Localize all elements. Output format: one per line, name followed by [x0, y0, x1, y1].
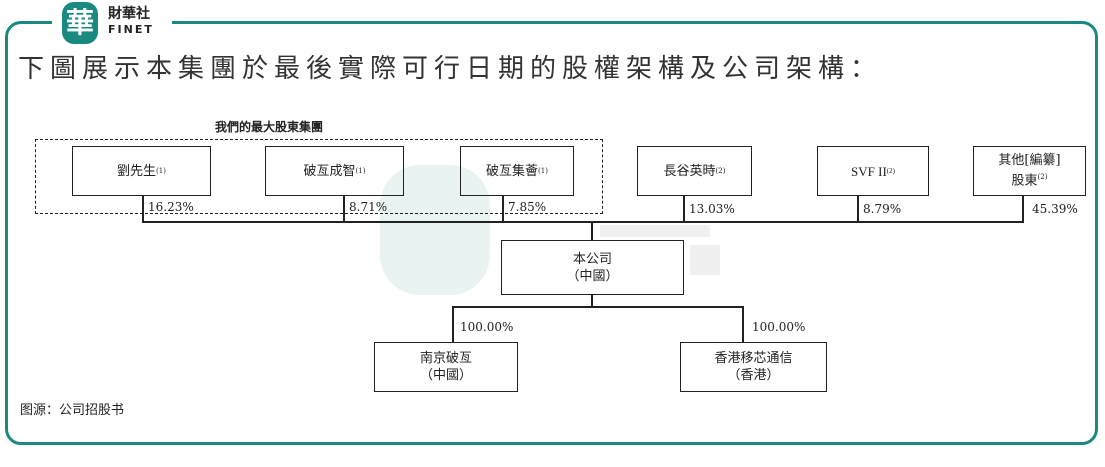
pct-label: 16.23%: [148, 200, 194, 214]
connector-line: [142, 221, 1023, 223]
logo-text-en: FINET: [108, 23, 154, 36]
finet-logo-icon: 華: [62, 2, 98, 44]
pct-label: 13.03%: [689, 202, 735, 216]
shareholder-box: 劉先生(1): [72, 146, 211, 196]
shareholder-box: 破亙成智(1): [265, 146, 404, 196]
shareholder-box: 長谷英時(2): [637, 146, 752, 196]
subsidiary-box: 香港移芯通信（香港）: [680, 342, 827, 392]
group-label: 我們的最大股東集團: [215, 120, 324, 134]
shareholder-box: SVF II(2): [817, 146, 929, 196]
pct-label: 8.79%: [863, 202, 902, 216]
watermark-bar: [690, 245, 720, 275]
shareholder-box: 其他[編纂]股東(2): [973, 146, 1086, 196]
largest-shareholder-group: [35, 139, 603, 214]
pct-label: 100.00%: [460, 320, 514, 334]
watermark-bar: [600, 225, 710, 237]
subsidiary-box: 南京破亙（中國）: [374, 342, 518, 392]
logo-text-cn: 財華社: [108, 6, 150, 22]
content-frame: [5, 21, 1098, 445]
page-title: 下圖展示本集團於最後實際可行日期的股權架構及公司架構：: [18, 54, 883, 84]
watermark-logo: [380, 165, 490, 295]
pct-label: 100.00%: [752, 320, 806, 334]
company-box: 本公司（中國）: [501, 240, 684, 295]
pct-label: 7.85%: [508, 200, 547, 214]
source-caption: 图源：公司招股书: [20, 403, 125, 418]
shareholder-box: 破亙集薈(1): [460, 146, 574, 196]
pct-label: 45.39%: [1032, 202, 1078, 216]
pct-label: 8.71%: [349, 200, 388, 214]
